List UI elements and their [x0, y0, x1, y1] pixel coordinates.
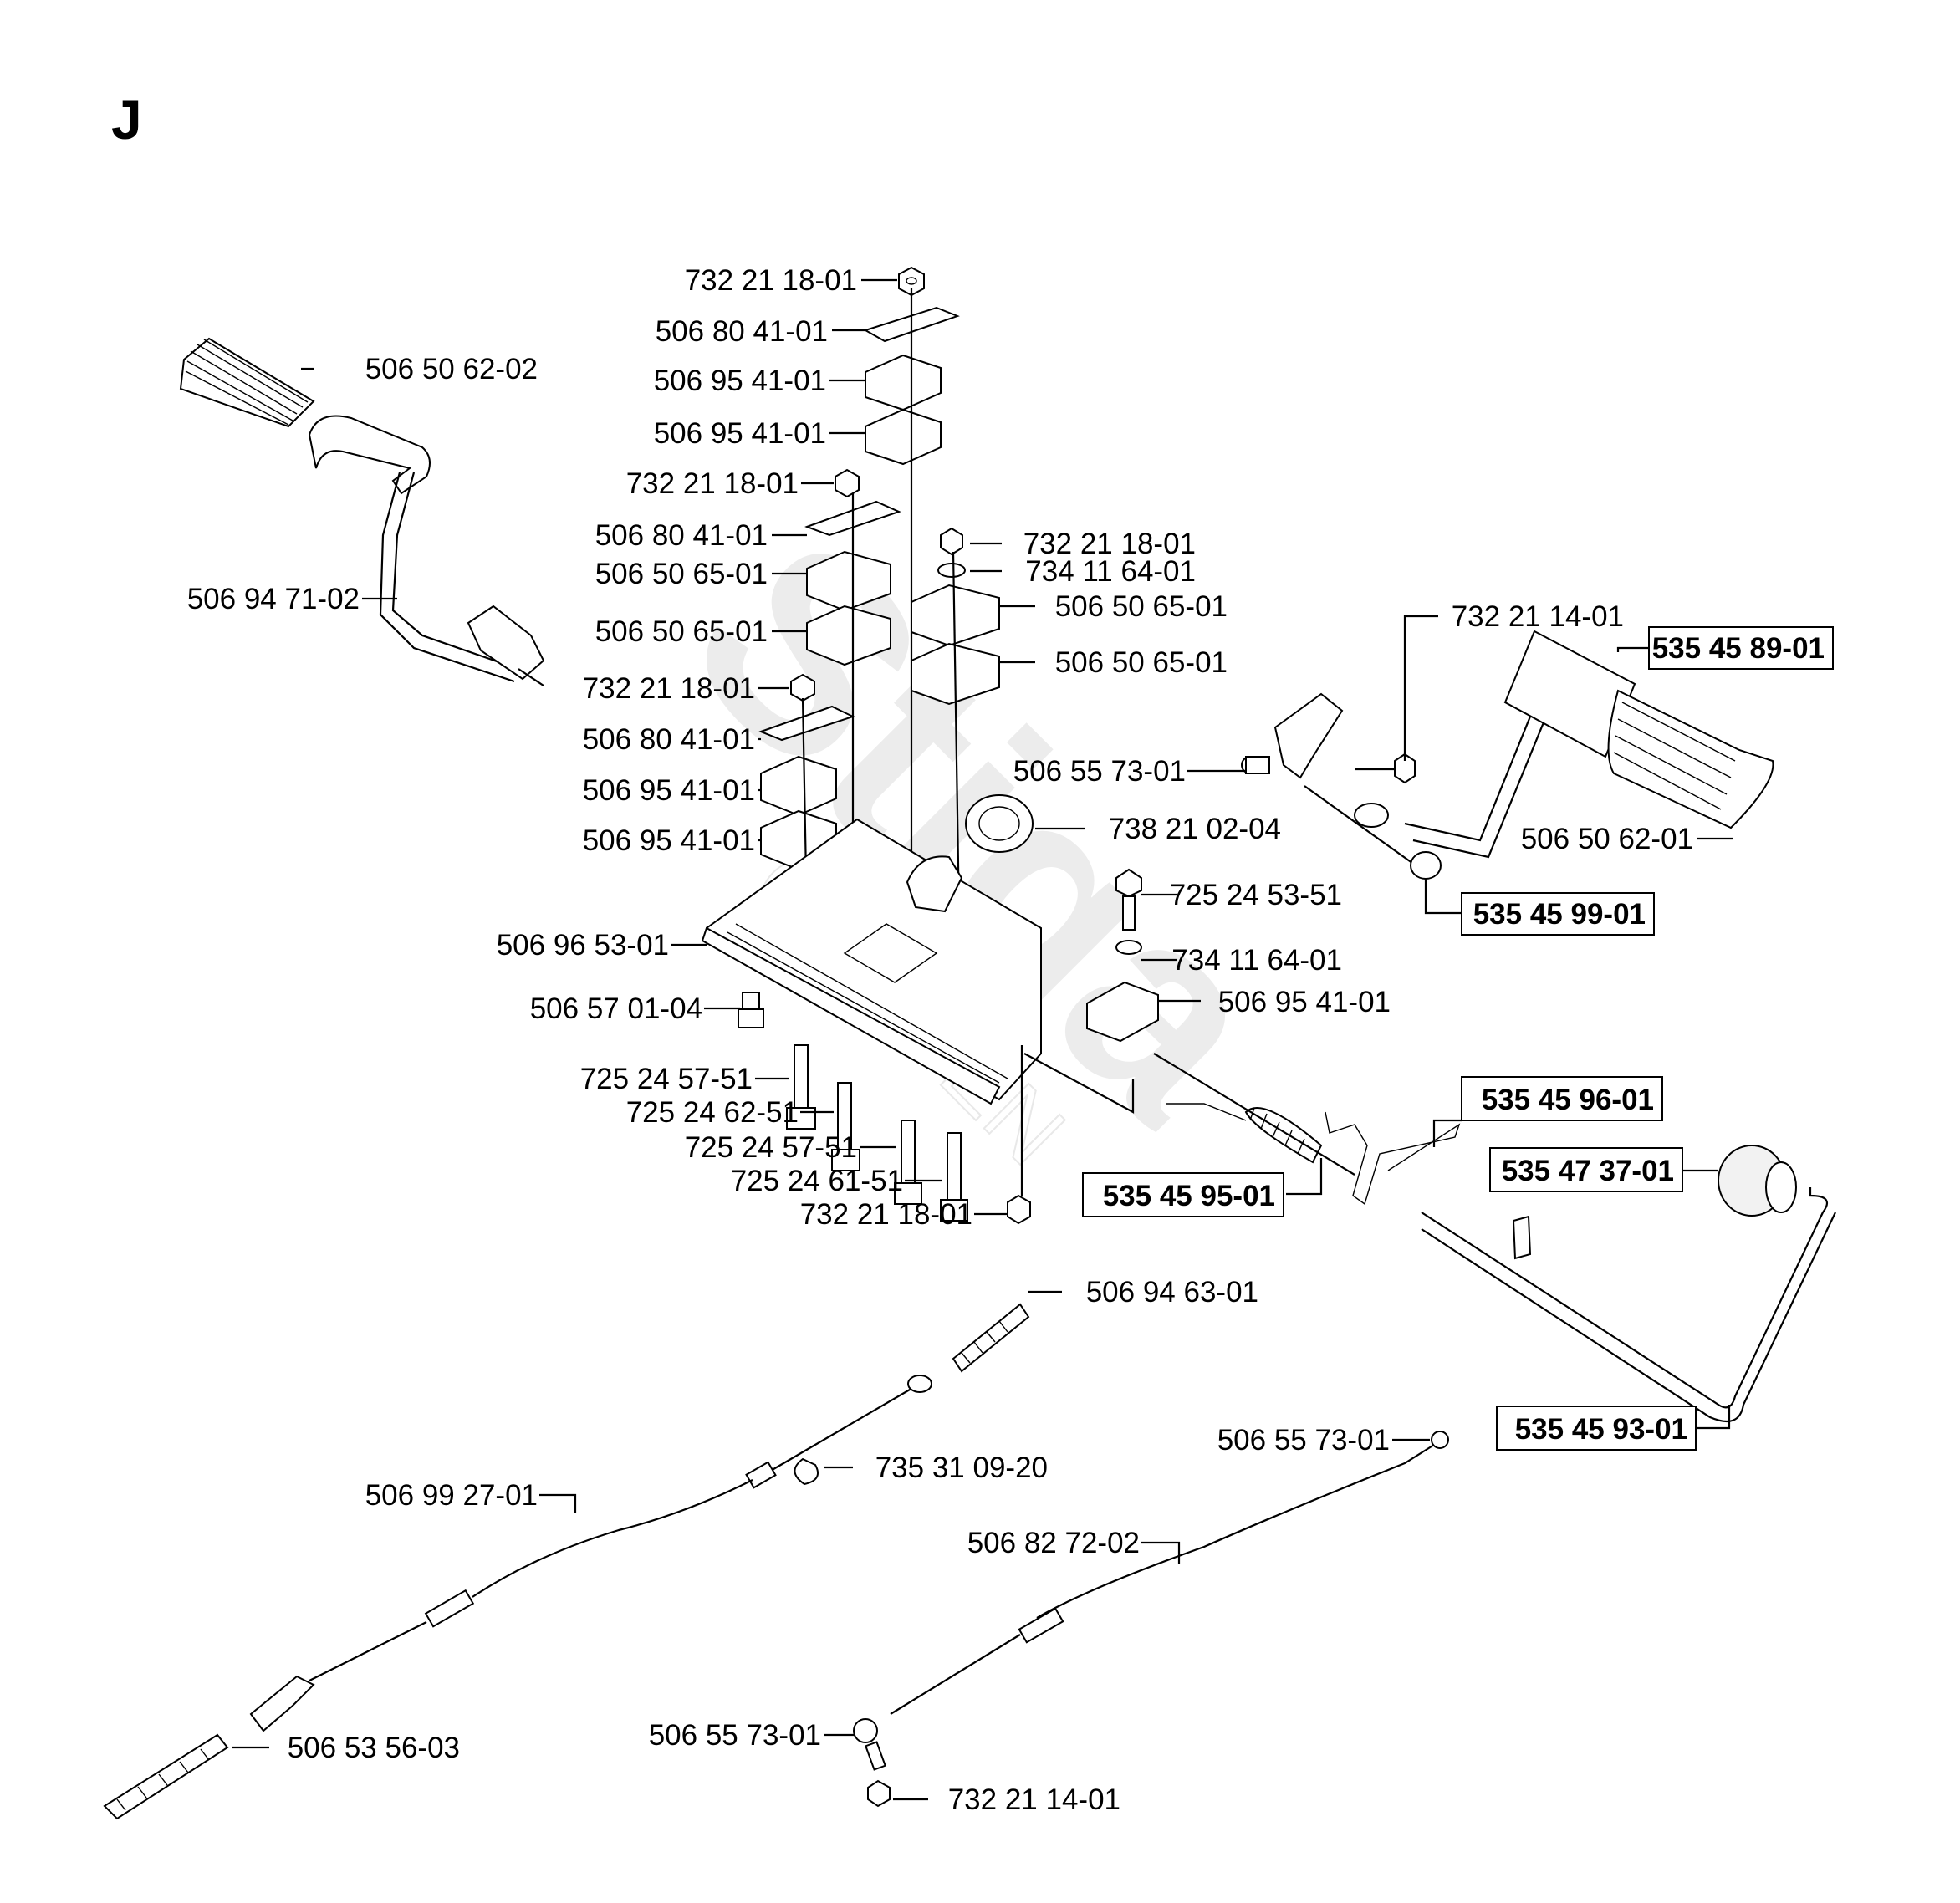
part-label[interactable]: 535 45 96-01: [1482, 1084, 1654, 1116]
spring-icon: [952, 1303, 1030, 1373]
part-label[interactable]: 732 21 18-01: [1023, 528, 1196, 560]
bolt-icon: [940, 1132, 968, 1222]
pedal-knob-icon: [1718, 1145, 1797, 1217]
label-box: [1082, 1172, 1284, 1217]
part-labels: 732 21 18-01 506 80 41-01 506 95 41-01 5…: [187, 264, 1825, 1816]
clip-icon: [794, 1457, 819, 1486]
part-label[interactable]: 506 50 65-01: [1055, 646, 1228, 679]
pedal-rod-icon: [1421, 1187, 1836, 1423]
part-label[interactable]: 506 50 65-01: [595, 558, 768, 590]
part-label[interactable]: 506 80 41-01: [656, 315, 828, 348]
part-label[interactable]: 506 50 65-01: [1055, 590, 1228, 623]
block-icon: [865, 408, 942, 466]
part-label[interactable]: 506 80 41-01: [595, 519, 768, 552]
block-icon: [911, 584, 1000, 647]
part-label[interactable]: 535 45 89-01: [1652, 632, 1825, 665]
part-label[interactable]: 506 95 41-01: [583, 774, 755, 807]
block-icon: [1086, 981, 1159, 1043]
plate-icon: [758, 705, 855, 742]
part-label[interactable]: 535 45 93-01: [1515, 1413, 1687, 1446]
part-label[interactable]: 732 21 14-01: [948, 1783, 1120, 1816]
section-letter: J: [111, 89, 142, 151]
part-label[interactable]: 732 21 18-01: [800, 1198, 972, 1231]
part-label[interactable]: 506 99 27-01: [365, 1479, 538, 1512]
part-label[interactable]: 506 55 73-01: [649, 1719, 821, 1752]
washer-icon: [1115, 940, 1142, 955]
nut-icon: [1007, 1194, 1031, 1225]
nut-icon: [835, 468, 860, 498]
cable-icon: [249, 1375, 932, 1732]
nut-icon: [898, 266, 925, 297]
part-label[interactable]: 734 11 64-01: [1171, 944, 1342, 977]
part-label[interactable]: 732 21 18-01: [685, 264, 857, 297]
pedal-pad-left-icon: [179, 337, 315, 428]
bracket-icon: [1325, 1111, 1461, 1206]
label-box: [1648, 626, 1834, 670]
pedal-arm-left-icon: [308, 415, 545, 686]
part-label[interactable]: 506 80 41-01: [583, 723, 755, 756]
part-label[interactable]: 506 57 01-04: [530, 992, 702, 1025]
part-label[interactable]: 725 24 57-51: [580, 1063, 753, 1095]
block-icon: [760, 755, 837, 817]
part-label[interactable]: 506 50 62-01: [1521, 823, 1693, 855]
washer-icon: [937, 563, 966, 578]
part-label[interactable]: 735 31 09-20: [875, 1451, 1048, 1484]
part-label[interactable]: 506 95 41-01: [583, 824, 755, 857]
nut-icon: [790, 673, 815, 702]
part-label[interactable]: 732 21 14-01: [1452, 600, 1624, 633]
bolt-icon: [1115, 868, 1142, 931]
part-label[interactable]: 506 50 62-02: [365, 353, 538, 385]
bolt-icon: [831, 1082, 860, 1171]
label-box: [1489, 1147, 1683, 1192]
bolt-icon: [738, 992, 764, 1028]
block-icon: [806, 605, 891, 666]
part-label[interactable]: 732 21 18-01: [583, 672, 755, 705]
spring-icon: [1153, 1053, 1355, 1176]
part-label[interactable]: 725 24 61-51: [731, 1165, 903, 1197]
part-label[interactable]: 506 95 41-01: [654, 417, 826, 450]
part-label[interactable]: 535 47 37-01: [1502, 1155, 1674, 1187]
label-box: [1496, 1406, 1697, 1451]
bolt-icon: [894, 1120, 922, 1205]
part-label[interactable]: 506 50 65-01: [595, 615, 768, 648]
part-label[interactable]: 535 45 95-01: [1103, 1180, 1275, 1212]
part-label[interactable]: 506 94 71-02: [187, 583, 360, 615]
part-label[interactable]: 725 24 62-51: [626, 1096, 799, 1129]
part-label[interactable]: 506 94 63-01: [1086, 1276, 1258, 1309]
part-label[interactable]: 535 45 99-01: [1473, 898, 1646, 931]
part-label[interactable]: 734 11 64-01: [1025, 555, 1196, 588]
nut-icon: [940, 527, 963, 556]
spring-icon: [103, 1733, 229, 1820]
base-plate-icon: [701, 818, 1135, 1114]
leader-lines: [232, 278, 1733, 1801]
part-label[interactable]: 506 96 53-01: [497, 929, 669, 962]
grommet-icon: [965, 794, 1034, 853]
part-label[interactable]: 506 53 56-03: [288, 1732, 460, 1764]
part-label[interactable]: 725 24 53-51: [1170, 879, 1342, 911]
pedal-pad-right-icon: [1607, 689, 1774, 829]
part-label[interactable]: 506 95 41-01: [654, 365, 826, 397]
part-label[interactable]: 738 21 02-04: [1109, 813, 1281, 845]
label-box: [1461, 892, 1655, 936]
bolt-icon: [786, 1044, 816, 1130]
pivot-bracket-icon: [1241, 692, 1442, 880]
block-icon: [806, 550, 891, 612]
part-label[interactable]: 732 21 18-01: [626, 467, 799, 500]
cable-icon: [853, 1431, 1449, 1808]
part-label[interactable]: 506 82 72-02: [967, 1527, 1140, 1559]
label-box: [1461, 1076, 1663, 1121]
part-label[interactable]: 725 24 57-51: [685, 1131, 857, 1164]
part-label[interactable]: 506 55 73-01: [1217, 1424, 1390, 1457]
block-icon: [865, 354, 942, 411]
part-label[interactable]: 506 95 41-01: [1218, 986, 1391, 1018]
part-label[interactable]: 506 55 73-01: [1013, 755, 1186, 788]
